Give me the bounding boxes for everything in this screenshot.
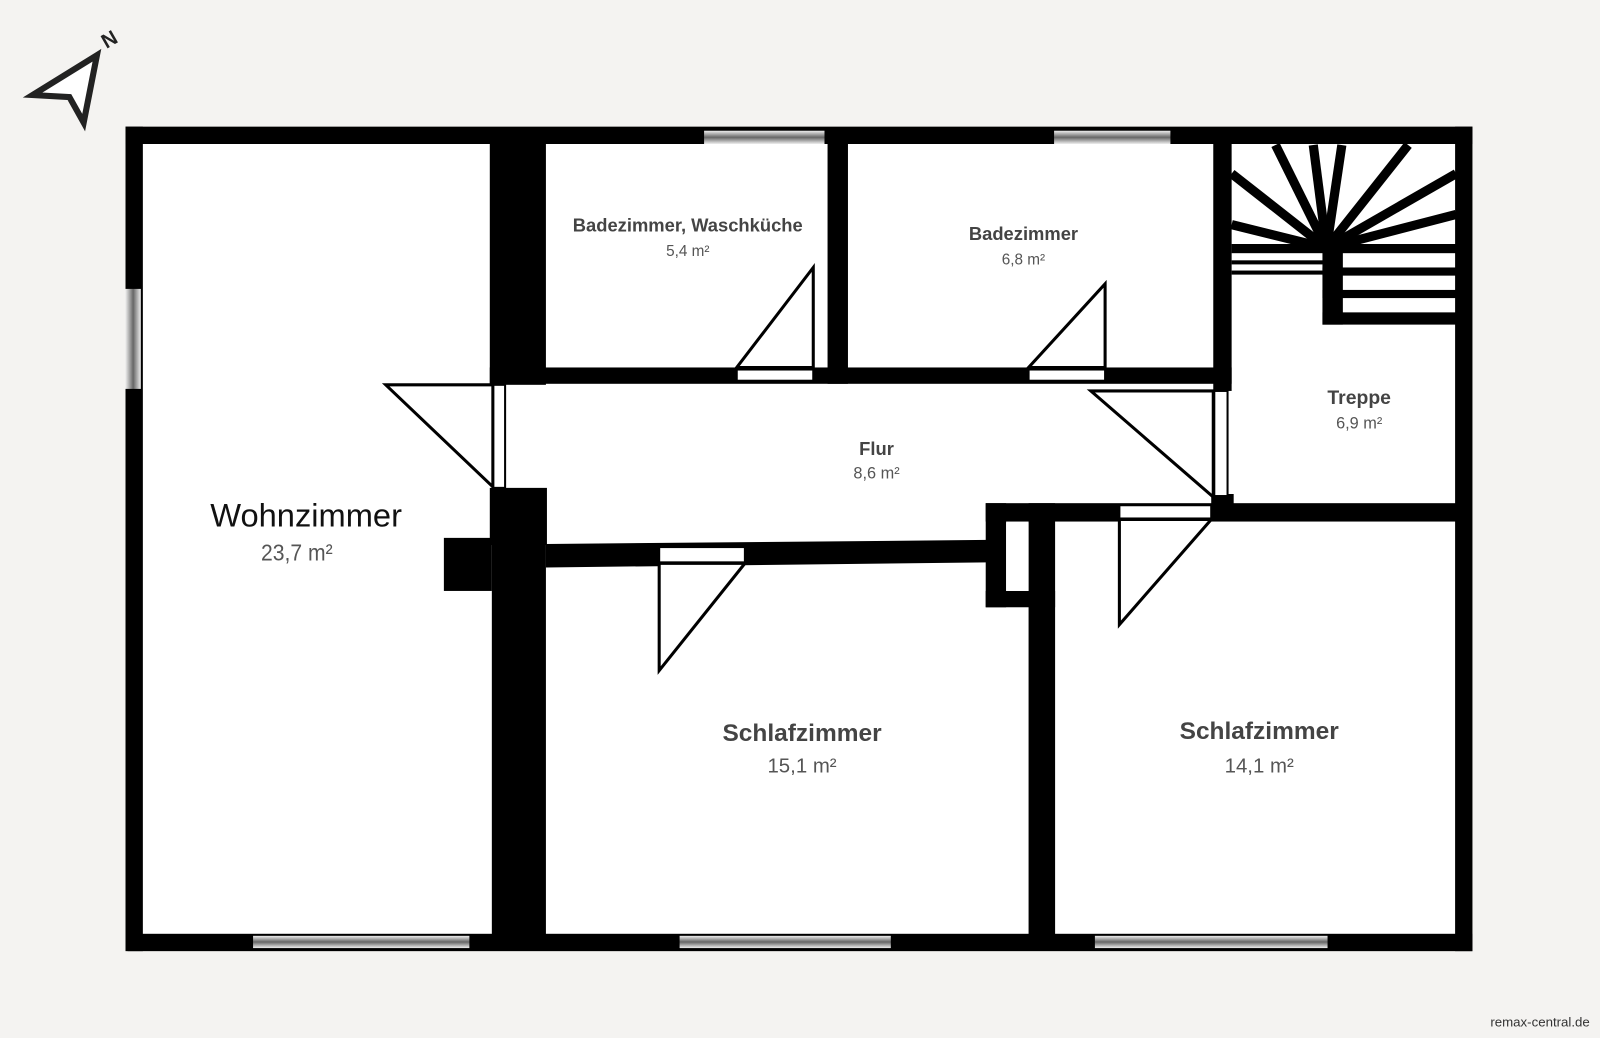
room-area-flur: 8,6 m²: [853, 465, 900, 483]
room-area-badezimmer: 6,8 m²: [1002, 251, 1045, 268]
door-schlafzimmer-1[interactable]: [657, 546, 749, 675]
staircase-icon: [1228, 142, 1459, 325]
room-label-schlafzimmer-1: Schlafzimmer: [722, 720, 882, 747]
door-schlafzimmer-2[interactable]: [1117, 504, 1215, 629]
room-label-wohnzimmer: Wohnzimmer: [210, 497, 402, 534]
door-badezimmer[interactable]: [1025, 279, 1107, 382]
door-treppe[interactable]: [1086, 389, 1229, 501]
north-label: N: [98, 27, 122, 53]
window: [679, 935, 891, 949]
room-label-schlafzimmer-2: Schlafzimmer: [1180, 718, 1340, 745]
room-label-bad-waschkueche: Badezimmer, Waschküche: [573, 215, 803, 236]
window: [1054, 130, 1171, 144]
window: [704, 130, 825, 144]
watermark: remax-central.de: [1490, 1015, 1589, 1030]
room-area-treppe: 6,9 m²: [1336, 415, 1383, 433]
interior: [132, 132, 1465, 944]
room-label-badezimmer: Badezimmer: [969, 223, 1078, 244]
door-bad-waschkueche[interactable]: [733, 262, 815, 382]
room-area-schlafzimmer-2: 14,1 m²: [1225, 756, 1294, 778]
room-label-flur: Flur: [859, 438, 894, 459]
room-area-bad-waschkueche: 5,4 m²: [666, 243, 709, 260]
compass-north-arrow-icon: N: [22, 27, 122, 132]
window: [253, 935, 470, 949]
window: [1094, 935, 1328, 949]
window: [125, 288, 141, 389]
windows: [125, 130, 1328, 949]
room-area-wohnzimmer: 23,7 m²: [261, 539, 333, 565]
room-label-treppe: Treppe: [1327, 387, 1391, 409]
room-area-schlafzimmer-1: 15,1 m²: [767, 756, 836, 778]
door-wohnzimmer[interactable]: [381, 383, 507, 491]
